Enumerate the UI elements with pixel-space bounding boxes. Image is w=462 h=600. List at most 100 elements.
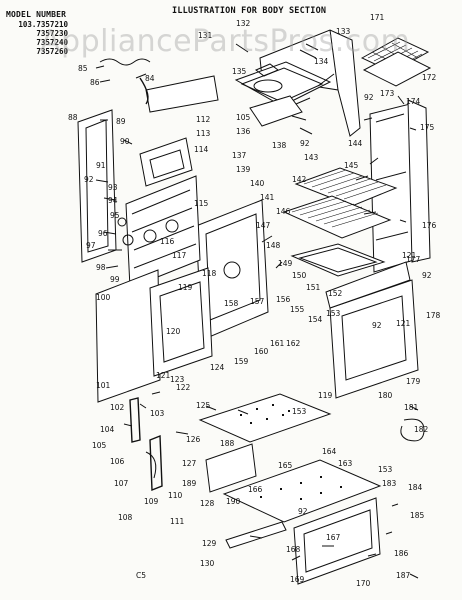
part-label-107: 107 — [114, 479, 129, 488]
part-label-148: 148 — [266, 241, 281, 250]
part-label-163: 163 — [338, 459, 353, 468]
part-label-165: 165 — [278, 461, 293, 470]
part-label-92a: 92 — [84, 175, 94, 184]
part-label-158: 158 — [224, 299, 239, 308]
part-label-164: 164 — [322, 447, 337, 456]
part-label-143: 143 — [304, 153, 319, 162]
part-label-180: 180 — [378, 391, 393, 400]
broiler-pan — [360, 37, 432, 87]
part-label-90: 90 — [120, 137, 130, 146]
part-label-121a: 121 — [156, 371, 171, 380]
part-label-171: 171 — [370, 13, 385, 22]
part-label-126: 126 — [186, 435, 201, 444]
part-label-137: 137 — [232, 151, 247, 160]
part-label-132: 132 — [236, 19, 251, 28]
part-label-112: 112 — [196, 115, 211, 124]
part-label-156: 156 — [276, 295, 291, 304]
footer-code: C5 — [136, 571, 146, 580]
part-label-184: 184 — [408, 483, 423, 492]
part-label-117: 117 — [172, 251, 187, 260]
part-label-182: 182 — [414, 425, 429, 434]
part-label-146: 146 — [276, 207, 291, 216]
model-number: 7357240 — [36, 38, 68, 47]
part-label-140: 140 — [250, 179, 265, 188]
control-panel — [139, 75, 219, 187]
part-label-118: 118 — [202, 269, 217, 278]
part-label-185: 185 — [410, 511, 425, 520]
watermark: AppliancePartsPros.com — [40, 24, 411, 59]
part-number-labels: 85 86 84 88 89 90 91 92 93 94 95 96 97 9… — [68, 13, 441, 588]
part-label-94: 94 — [108, 196, 118, 205]
part-label-125: 125 — [196, 401, 211, 410]
model-number: 7357260 — [36, 47, 68, 56]
part-label-86: 86 — [90, 78, 100, 87]
part-label-139: 139 — [236, 165, 251, 174]
part-label-123: 123 — [170, 375, 185, 384]
part-label-174: 174 — [406, 97, 421, 106]
part-label-119a: 119 — [178, 283, 193, 292]
part-label-98: 98 — [96, 263, 106, 272]
part-label-129: 129 — [202, 539, 217, 548]
part-label-167: 167 — [326, 533, 341, 542]
part-label-175: 175 — [420, 123, 435, 132]
part-label-181: 181 — [404, 403, 419, 412]
part-label-91: 91 — [96, 161, 106, 170]
part-label-189: 189 — [182, 479, 197, 488]
part-label-144: 144 — [348, 139, 363, 148]
part-label-115: 115 — [194, 199, 209, 208]
part-label-106: 106 — [110, 457, 125, 466]
part-label-169: 169 — [290, 575, 305, 584]
part-label-103: 103 — [150, 409, 165, 418]
part-label-96: 96 — [98, 229, 108, 238]
part-label-122: 122 — [176, 383, 191, 392]
model-number: 7357230 — [36, 29, 68, 38]
part-label-92d: 92 — [422, 271, 432, 280]
part-label-120: 120 — [166, 327, 181, 336]
part-label-92c: 92 — [364, 93, 374, 102]
part-label-121b: 121 — [396, 319, 411, 328]
part-label-172: 172 — [422, 73, 437, 82]
part-label-153c: 153 — [378, 465, 393, 474]
part-label-121c: 121 — [402, 251, 417, 260]
door-hinges — [129, 397, 163, 492]
part-label-142: 142 — [292, 175, 307, 184]
part-label-136: 136 — [236, 127, 251, 136]
drawer-assembly — [198, 393, 382, 585]
part-label-116: 116 — [160, 237, 175, 246]
part-label-162: 162 — [286, 339, 301, 348]
part-label-154: 154 — [308, 315, 323, 324]
part-label-173: 173 — [380, 89, 395, 98]
part-label-168: 168 — [286, 545, 301, 554]
part-label-110: 110 — [168, 491, 183, 500]
part-label-84: 84 — [145, 74, 155, 83]
part-label-104: 104 — [100, 425, 115, 434]
part-label-100: 100 — [96, 293, 111, 302]
part-label-109: 109 — [144, 497, 159, 506]
door-liner — [149, 267, 213, 377]
model-number-list: 103.7357210 7357230 7357240 7357260 — [6, 20, 68, 56]
part-label-151: 151 — [306, 283, 321, 292]
part-label-102: 102 — [110, 403, 125, 412]
part-label-92e: 92 — [372, 321, 382, 330]
part-label-188: 188 — [220, 439, 235, 448]
part-label-111: 111 — [170, 517, 185, 526]
part-label-166: 166 — [248, 485, 263, 494]
part-label-131: 131 — [198, 31, 213, 40]
part-label-183: 183 — [382, 479, 397, 488]
part-label-153a: 153 — [326, 309, 341, 318]
part-label-85: 85 — [78, 64, 88, 73]
part-label-159: 159 — [234, 357, 249, 366]
part-label-152: 152 — [328, 289, 343, 298]
part-label-190: 190 — [226, 497, 241, 506]
part-label-93: 93 — [108, 183, 118, 192]
oven-door — [95, 261, 419, 403]
part-label-179: 179 — [406, 377, 421, 386]
part-label-178: 178 — [426, 311, 441, 320]
part-label-161: 161 — [270, 339, 285, 348]
part-label-170: 170 — [356, 579, 371, 588]
part-label-141: 141 — [260, 193, 275, 202]
part-label-99: 99 — [110, 275, 120, 284]
part-label-89: 89 — [116, 117, 126, 126]
part-label-149: 149 — [278, 259, 293, 268]
part-label-124: 124 — [210, 363, 225, 372]
